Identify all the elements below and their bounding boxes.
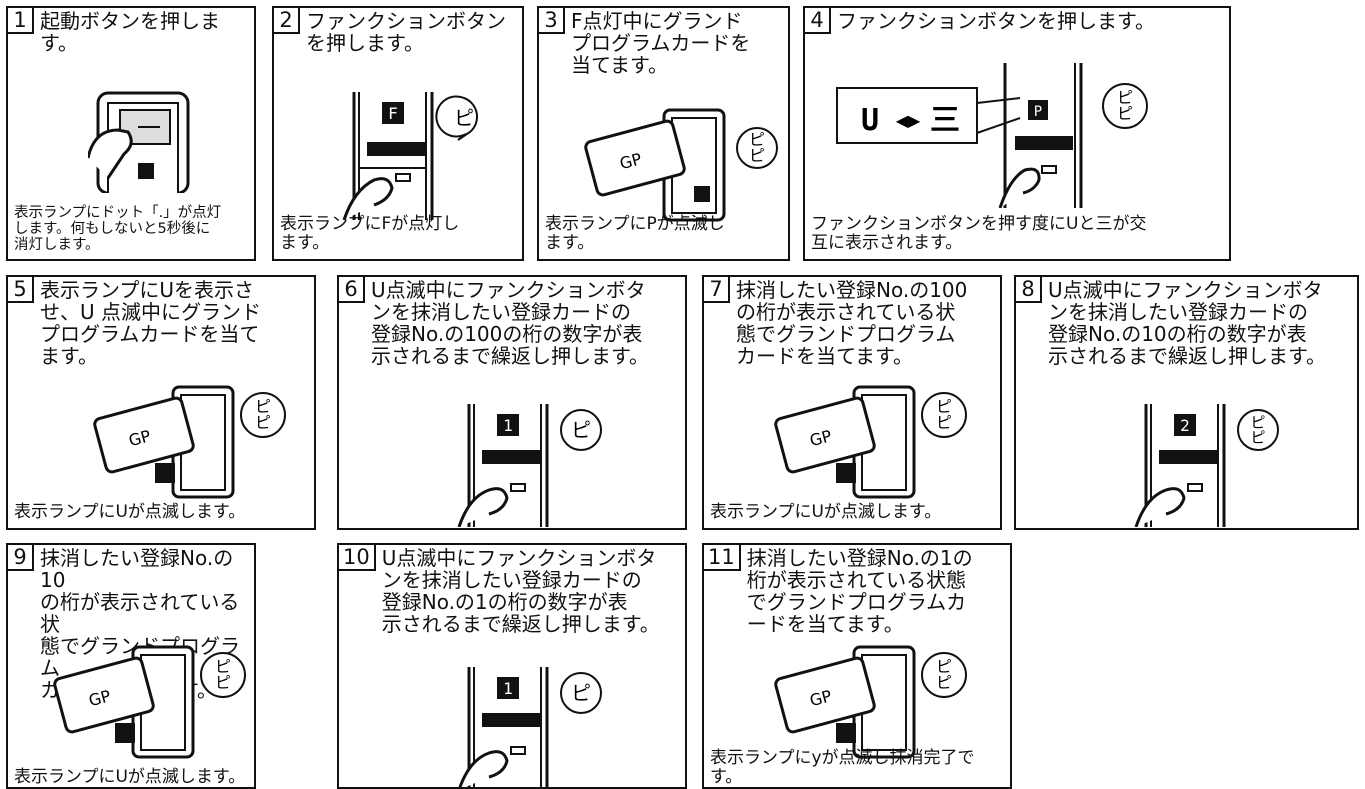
beep-text: ピピ (1250, 414, 1265, 447)
step-number: 4 (805, 8, 831, 34)
reader-illustration: 1 ピ (457, 404, 602, 527)
segment-display-text: 1 (503, 679, 513, 698)
step-number: 11 (704, 545, 741, 571)
step-caption: 表示ランプにドット「.」が点灯 します。何もしないと5秒後に 消灯します。 (14, 205, 222, 253)
step-title: U点滅中にファンクションボタ ンを抹消したい登録カードの 登録No.の100の桁… (371, 278, 649, 368)
segment-display-text: 1 (503, 416, 513, 435)
step-title: 表示ランプにUを表示さ せ、U 点滅中にグランド プログラムカードを当て ます。 (40, 278, 261, 368)
segment-display-text: 2 (1180, 416, 1190, 435)
beep-text: ピピ (936, 657, 952, 692)
beep-text: ピピ (255, 397, 271, 432)
segment-b-text: 三 (930, 103, 960, 138)
step-number: 1 (8, 8, 34, 34)
step-number: 6 (339, 277, 365, 303)
card-touch-illustration: GP ピピ (774, 385, 967, 499)
step-title: U点滅中にファンクションボタ ンを抹消したい登録カードの 登録No.の1の桁の数… (381, 546, 660, 636)
step-title: ファンクションボタンを押します。 (837, 9, 1155, 33)
step-caption: ファンクションボタンを押す度にUと三が交 互に表示されます。 (811, 214, 1147, 253)
step-caption: 表示ランプにUが点滅します。 (710, 502, 942, 522)
step-number: 10 (339, 545, 376, 571)
reader-illustration: F ピ (342, 92, 479, 221)
step-caption: 表示ランプにPが点滅し ます。 (545, 214, 725, 253)
step-title: 抹消したい登録No.の1の 桁が表示されている状態 でグランドプログラムカ ード… (746, 546, 973, 636)
step-caption: 表示ランプにUが点滅します。 (14, 767, 246, 787)
step-caption: 表示ランプにFが点灯し ます。 (280, 214, 460, 253)
step-number: 8 (1016, 277, 1042, 303)
step-title: F点灯中にグランド プログラムカードを 当てます。 (571, 9, 751, 77)
step-number: 2 (274, 8, 300, 34)
svg-text:◀▶: ◀▶ (896, 111, 921, 130)
step-title: 抹消したい登録No.の100 の桁が表示されている状 態でグランドプログラム カ… (736, 278, 968, 368)
step-number: 3 (539, 8, 565, 34)
toggle-illustration: U ◀▶ 三 P ピピ (836, 63, 1148, 208)
card-touch-illustration: GP ピピ (584, 108, 778, 222)
step-number: 9 (8, 545, 34, 571)
step-title: ファンクションボタン を押します。 (306, 9, 506, 55)
step-number: 7 (704, 277, 730, 303)
segment-a-text: U (861, 103, 879, 138)
step-title: U点滅中にファンクションボタ ンを抹消したい登録カードの 登録No.の10の桁の… (1048, 278, 1326, 368)
beep-text: ピピ (749, 130, 765, 165)
beep-text: ピ (454, 106, 474, 130)
segment-display-text: F (388, 104, 398, 123)
step-caption: 表示ランプにyが点滅し抹消完了です。 (710, 748, 975, 787)
start-button-illustration (88, 91, 190, 193)
card-touch-illustration: GP ピピ (53, 645, 246, 759)
reader-illustration: 2 ピピ (1134, 404, 1279, 527)
card-touch-illustration: GP ピピ (93, 385, 286, 499)
step-caption: 表示ランプにUが点滅します。 (14, 502, 246, 522)
step-number: 5 (8, 277, 34, 303)
step-title: 起動ボタンを押しま す。 (40, 9, 220, 55)
reader-illustration: 1 ピ (458, 667, 602, 787)
beep-text: ピピ (215, 657, 231, 692)
beep-text: ピ (571, 418, 591, 442)
beep-text: ピピ (936, 397, 952, 432)
beep-text: ピピ (1117, 88, 1133, 123)
card-touch-illustration: GP ピピ (774, 645, 967, 759)
beep-text: ピ (571, 681, 591, 705)
segment-display-text: P (1034, 104, 1042, 120)
